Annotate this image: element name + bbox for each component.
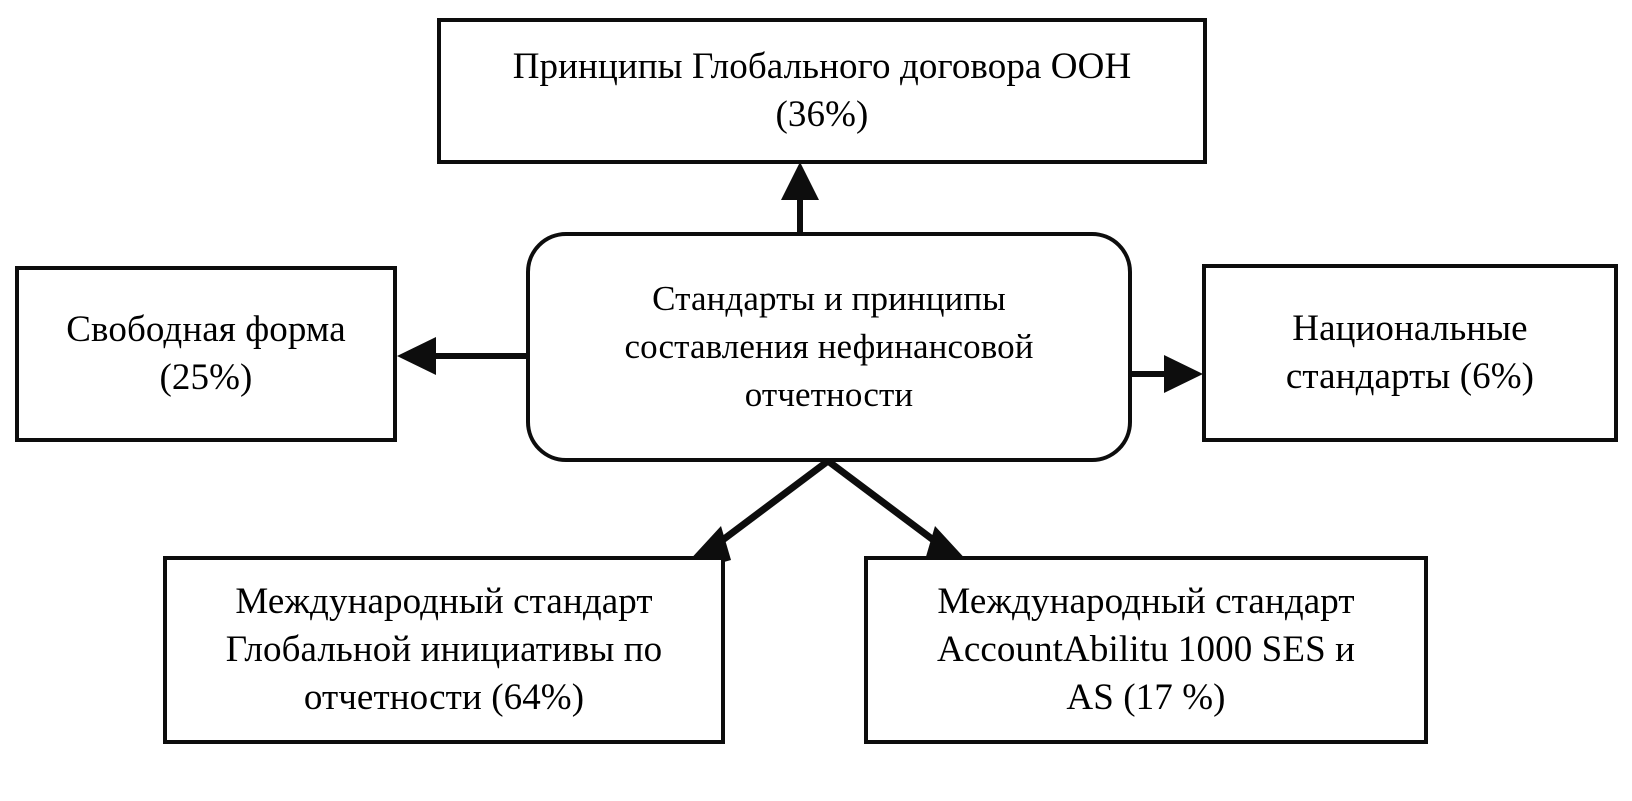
node-top-label: Принципы Глобального договора ООН (36%) bbox=[512, 45, 1132, 135]
node-gri-international-standard[interactable]: Международный стандарт Глобальной инициа… bbox=[163, 556, 725, 744]
node-right-label: Национальные стандарты (6%) bbox=[1285, 307, 1535, 397]
arrowhead-left-icon bbox=[397, 337, 436, 375]
arrowhead-right-icon bbox=[1164, 355, 1203, 393]
edge-center-to-top bbox=[781, 162, 819, 234]
node-un-global-compact-principles[interactable]: Принципы Глобального договора ООН (36%) bbox=[437, 18, 1207, 164]
node-center-label: Стандарты и принципы составления нефинан… bbox=[624, 278, 1034, 415]
node-national-standards[interactable]: Национальные стандарты (6%) bbox=[1202, 264, 1618, 442]
arrowhead-up-icon bbox=[781, 162, 819, 200]
node-center-standards-and-principles[interactable]: Стандарты и принципы составления нефинан… bbox=[526, 232, 1132, 462]
node-free-form[interactable]: Свободная форма (25%) bbox=[15, 266, 397, 442]
node-bottom-left-label: Международный стандарт Глобальной инициа… bbox=[225, 580, 663, 719]
edge-center-to-right bbox=[1130, 355, 1203, 393]
node-left-label: Свободная форма (25%) bbox=[66, 308, 346, 398]
node-accountability-1000-standard[interactable]: Международный стандарт AccountAbilitu 10… bbox=[864, 556, 1428, 744]
node-bottom-right-label: Международный стандарт AccountAbilitu 10… bbox=[937, 580, 1355, 719]
edge-center-to-left bbox=[397, 337, 528, 375]
